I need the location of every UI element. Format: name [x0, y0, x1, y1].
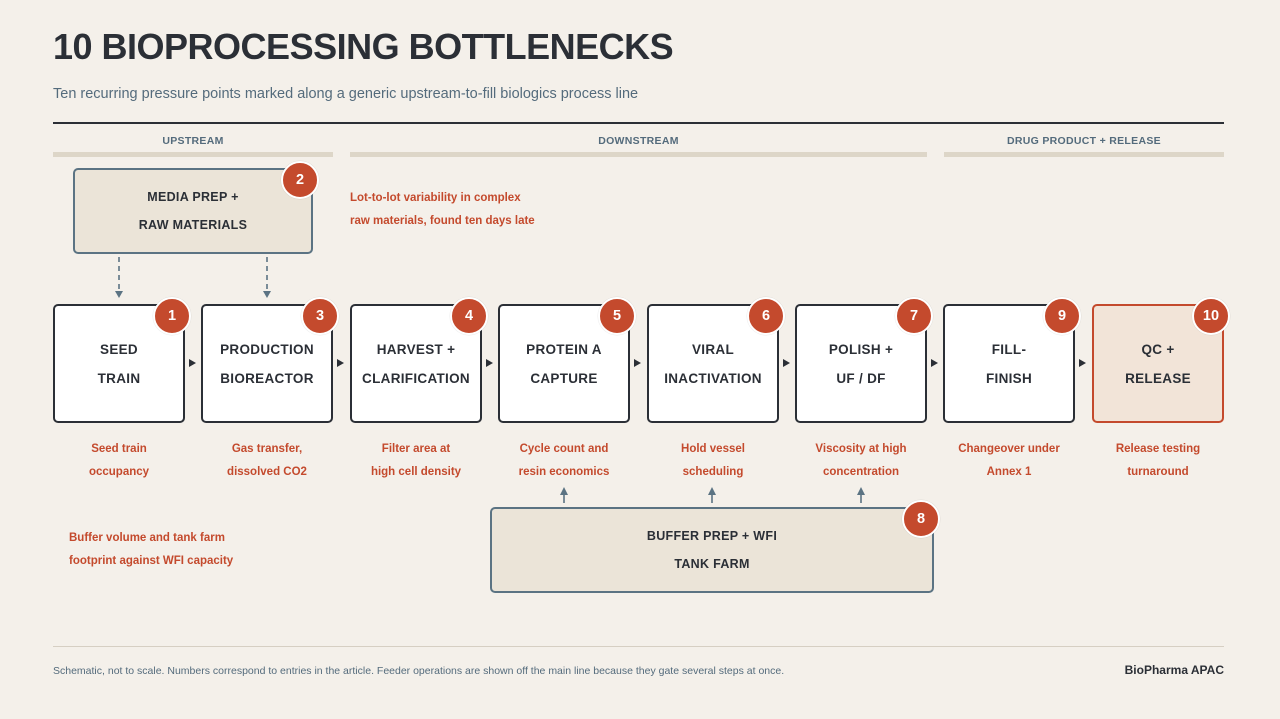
- page-title: 10 BIOPROCESSING BOTTLENECKS: [53, 26, 674, 67]
- badge-10: 10: [1192, 297, 1230, 335]
- stage-bar-downstream: [350, 152, 927, 157]
- stage-bar-drug-product: [944, 152, 1224, 157]
- badge-4: 4: [450, 297, 488, 335]
- media-prep-label-line2: RAW MATERIALS: [138, 218, 248, 232]
- buffer-prep-label-line1: BUFFER PREP + WFI: [646, 529, 778, 543]
- badge-1: 1: [153, 297, 191, 335]
- flow-arrow-icon: [189, 359, 196, 367]
- media-prep-label-line1: MEDIA PREP +: [147, 190, 239, 204]
- arrowhead-down: [115, 291, 123, 298]
- step-note: Gas transfer,dissolved CO2: [227, 443, 307, 478]
- buffer-prep-label-line2: TANK FARM: [674, 557, 750, 571]
- badge-7: 7: [895, 297, 933, 335]
- media-prep-note: Lot-to-lot variability in complex raw ma…: [350, 192, 535, 227]
- badge-3: 3: [301, 297, 339, 335]
- buffer-prep-note: Buffer volume and tank farm footprint ag…: [69, 532, 234, 567]
- flow-arrow-icon: [634, 359, 641, 367]
- footer-divider: [53, 646, 1224, 647]
- badge-2: 2: [281, 161, 319, 199]
- footnote: Schematic, not to scale. Numbers corresp…: [53, 665, 785, 677]
- stage-label-drug-product: DRUG PRODUCT + RELEASE: [1007, 135, 1161, 147]
- flow-arrow-icon: [1079, 359, 1086, 367]
- stage-label-upstream: UPSTREAM: [162, 135, 224, 147]
- media-prep-box: MEDIA PREP + RAW MATERIALS: [73, 168, 313, 254]
- arrowhead-up: [857, 487, 865, 495]
- flow-arrow-icon: [783, 359, 790, 367]
- stage-bar-upstream: [53, 152, 333, 157]
- page-subtitle: Ten recurring pressure points marked alo…: [53, 86, 639, 102]
- badge-6: 6: [747, 297, 785, 335]
- stage-label-downstream: DOWNSTREAM: [598, 135, 679, 147]
- flow-arrow-icon: [931, 359, 938, 367]
- arrowhead-down: [263, 291, 271, 298]
- brand-name: BioPharma APAC: [1124, 663, 1224, 677]
- buffer-prep-box: BUFFER PREP + WFI TANK FARM: [490, 507, 934, 593]
- arrowhead-up: [560, 487, 568, 495]
- flow-arrow-icon: [337, 359, 344, 367]
- badge-5: 5: [598, 297, 636, 335]
- header-divider: [53, 122, 1224, 124]
- flow-arrow-icon: [486, 359, 493, 367]
- arrowhead-up: [708, 487, 716, 495]
- badge-9: 9: [1043, 297, 1081, 335]
- badge-8: 8: [902, 500, 940, 538]
